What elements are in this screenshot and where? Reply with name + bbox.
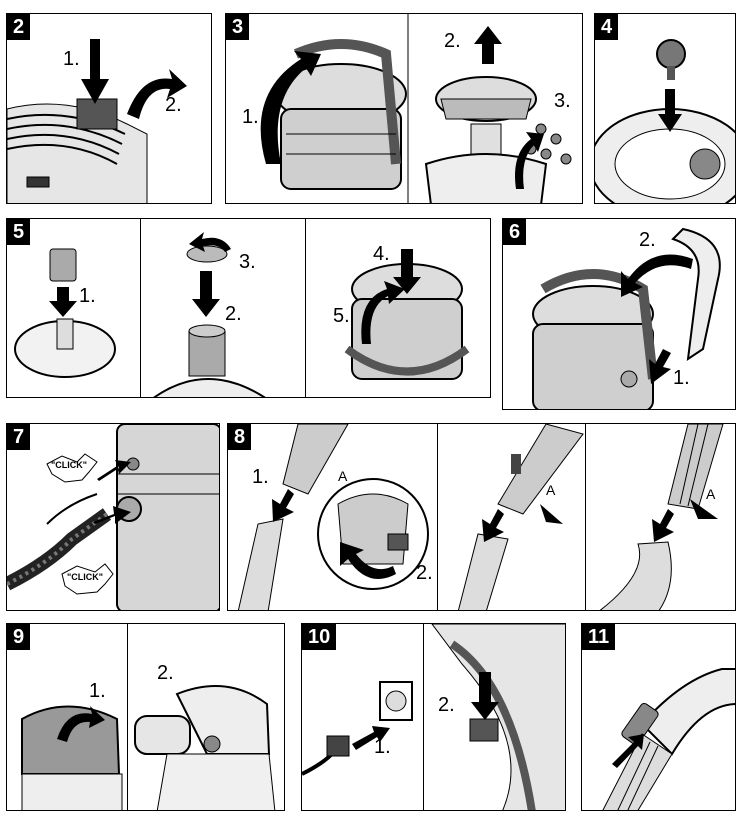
step-label: 2.: [639, 229, 656, 251]
step-label: 5.: [333, 305, 350, 327]
divider: [140, 219, 141, 397]
step-number: 9: [7, 624, 31, 650]
step-number: 7: [7, 424, 31, 450]
illustration-filter-latch: [7, 39, 187, 203]
illustration-hose-connection: [7, 424, 219, 610]
step-number: 8: [228, 424, 252, 450]
step-label: 2.: [157, 662, 174, 684]
divider: [437, 424, 438, 610]
step-number: 2: [7, 14, 31, 40]
panel-4: 4: [594, 13, 736, 204]
step-number: 6: [503, 219, 527, 245]
panel-7: 7 "CLICK" "CLICK": [6, 423, 220, 611]
step-label: 1.: [374, 736, 391, 758]
illustration-caster-wheel: [595, 39, 735, 203]
step-label: 4.: [373, 243, 390, 265]
divider: [127, 624, 128, 810]
panel-9: 9 1. 2.: [6, 623, 285, 811]
step-label: 1.: [242, 106, 259, 128]
step-number: 5: [7, 219, 31, 245]
step-label: 1.: [89, 680, 106, 702]
part-label: A: [546, 482, 556, 498]
click-callout: "CLICK": [67, 572, 104, 582]
panel-3: 3 1. 2. 3.: [225, 13, 583, 204]
panel-2: 2 1. 2.: [6, 13, 212, 204]
divider: [423, 624, 424, 810]
step-number: 10: [302, 624, 337, 650]
illustration-power-cord: [302, 624, 565, 810]
step-label: 2.: [416, 562, 433, 584]
divider: [585, 424, 586, 610]
panel-5: 5 1. 2. 3. 4. 5.: [6, 218, 491, 398]
step-label: 1.: [673, 367, 690, 389]
step-label: 2.: [438, 694, 455, 716]
illustration-wand-assembly: [237, 424, 724, 610]
illustration-filter-cover: [21, 685, 276, 810]
step-label: 2.: [225, 303, 242, 325]
click-callout: "CLICK": [51, 460, 88, 470]
step-label: 1.: [63, 48, 80, 70]
step-number: 3: [226, 14, 250, 40]
panel-6: 6 1. 2.: [502, 218, 736, 410]
illustration-float-and-nut: [14, 232, 470, 397]
step-label: 2.: [444, 30, 461, 52]
step-label: 3.: [554, 90, 571, 112]
step-number: 11: [582, 624, 616, 650]
part-label: A: [338, 468, 348, 484]
part-label: A: [706, 486, 716, 502]
divider: [305, 219, 306, 397]
illustration-wand-slider: [602, 668, 735, 810]
step-label: 1.: [252, 466, 269, 488]
step-label: 2.: [165, 94, 182, 116]
step-label: 3.: [239, 251, 256, 273]
panel-10: 10 1. 2.: [301, 623, 566, 811]
illustration-handle-release: [532, 227, 721, 409]
step-number: 4: [595, 14, 619, 40]
step-label: 1.: [79, 285, 96, 307]
panel-8: 8 1. 2. A A A: [227, 423, 736, 611]
illustration-lid-removal: [260, 14, 572, 203]
panel-11: 11: [581, 623, 736, 811]
